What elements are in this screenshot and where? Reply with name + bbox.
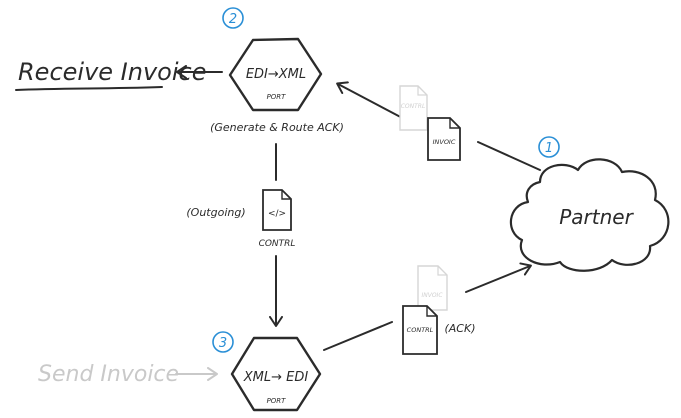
generate-route-label: (Generate & Route ACK) xyxy=(210,121,344,134)
step-2-badge: 2 xyxy=(222,7,244,29)
receive-invoice-label: Receive Invoice xyxy=(18,58,206,86)
port-top-sub: PORT xyxy=(267,93,287,101)
port-xml-to-edi: XML→ EDI PORT xyxy=(230,336,322,412)
code-icon: </> xyxy=(268,209,286,219)
invoic-document: INVOIC xyxy=(427,117,461,161)
arrow-contrl-to-partner xyxy=(465,262,532,293)
port-bottom-title: XML→ EDI xyxy=(243,370,309,385)
faded-contrl-text: CONTRL xyxy=(401,103,426,110)
send-invoice-label: Send Invoice xyxy=(38,362,179,387)
invoic-text: INVOIC xyxy=(433,138,456,146)
port-bottom-sub: PORT xyxy=(267,397,287,405)
step-1-number: 1 xyxy=(545,141,553,156)
step-1-badge: 1 xyxy=(538,136,560,158)
port-edi-to-xml: EDI→XML PORT xyxy=(228,37,323,112)
ack-label: (ACK) xyxy=(444,322,475,335)
step-3-number: 3 xyxy=(219,336,227,351)
faded-invoic-text: INVOIC xyxy=(421,292,443,299)
contrl-ack-document: CONTRL xyxy=(402,305,438,355)
outgoing-contrl-label: CONTRL xyxy=(259,239,296,249)
step-2-number: 2 xyxy=(229,12,237,27)
outgoing-label: (Outgoing) xyxy=(186,206,245,219)
line-port-to-contrl xyxy=(323,321,393,351)
receive-invoice-underline xyxy=(15,86,163,91)
faded-contrl-document: CONTRL xyxy=(399,85,428,131)
faded-invoic-document: INVOIC xyxy=(417,265,448,311)
line-partner-to-invoice xyxy=(477,141,541,171)
outgoing-code-document: </> xyxy=(262,189,292,231)
partner-label: Partner xyxy=(559,205,634,229)
step-3-badge: 3 xyxy=(212,331,234,353)
arrow-invoice-to-port xyxy=(336,81,411,123)
contrl-ack-text: CONTRL xyxy=(407,326,434,334)
partner-cloud: Partner xyxy=(509,158,670,272)
port-top-title: EDI→XML xyxy=(246,67,306,82)
